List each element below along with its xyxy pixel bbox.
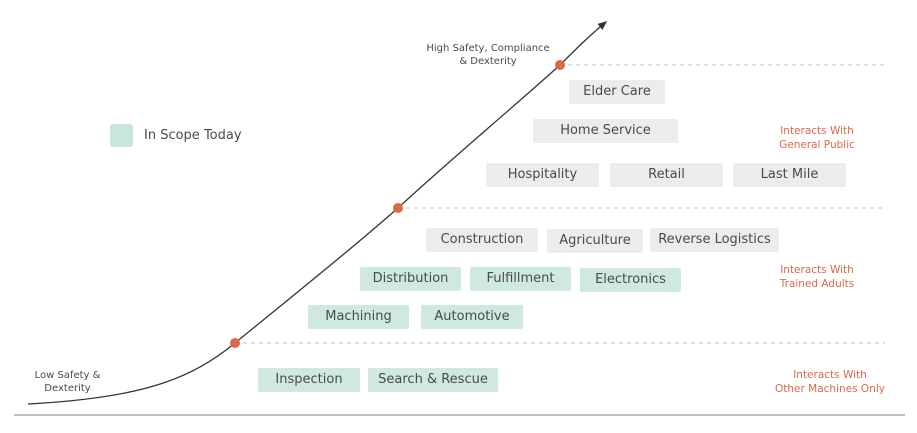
chip-last-mile: Last Mile xyxy=(733,163,846,187)
axis-bottom-line2: Dexterity xyxy=(44,383,91,394)
chip-hospitality: Hospitality xyxy=(486,163,599,187)
chip-construction: Construction xyxy=(426,228,538,252)
milestone-dot-high xyxy=(555,60,565,70)
chip-machining: Machining xyxy=(308,305,409,329)
zone-public-line1: Interacts With xyxy=(780,125,854,137)
milestone-dot-mid xyxy=(393,203,403,213)
axis-bottom-label: Low Safety & Dexterity xyxy=(20,369,115,395)
axis-top-label: High Safety, Compliance & Dexterity xyxy=(413,42,563,68)
chip-inspection: Inspection xyxy=(258,368,360,392)
chip-fulfillment: Fulfillment xyxy=(470,267,571,291)
chip-reverse-logistics: Reverse Logistics xyxy=(650,228,779,252)
axis-top-line2: & Dexterity xyxy=(459,56,517,67)
milestone-dot-low xyxy=(230,338,240,348)
chip-home-service: Home Service xyxy=(533,119,678,143)
chip-search-rescue: Search & Rescue xyxy=(368,368,498,392)
chip-distribution: Distribution xyxy=(360,267,461,291)
zone-label-trained: Interacts With Trained Adults xyxy=(757,263,877,291)
zone-public-line2: General Public xyxy=(779,139,855,151)
zone-machines-line1: Interacts With xyxy=(793,369,867,381)
chip-elder-care: Elder Care xyxy=(569,80,665,104)
zone-trained-line2: Trained Adults xyxy=(779,278,855,290)
curve-line xyxy=(27,21,608,405)
legend-swatch xyxy=(110,124,133,147)
axis-top-line1: High Safety, Compliance xyxy=(426,43,550,54)
zone-trained-line1: Interacts With xyxy=(780,264,854,276)
chip-electronics: Electronics xyxy=(580,268,681,292)
chip-agriculture: Agriculture xyxy=(547,229,643,253)
zone-label-public: Interacts With General Public xyxy=(757,124,877,152)
zone-label-machines: Interacts With Other Machines Only xyxy=(765,368,895,396)
legend-label: In Scope Today xyxy=(144,128,242,143)
zone-machines-line2: Other Machines Only xyxy=(775,383,885,395)
chip-retail: Retail xyxy=(610,163,723,187)
axis-bottom-line1: Low Safety & xyxy=(34,370,101,381)
chip-automotive: Automotive xyxy=(421,305,523,329)
